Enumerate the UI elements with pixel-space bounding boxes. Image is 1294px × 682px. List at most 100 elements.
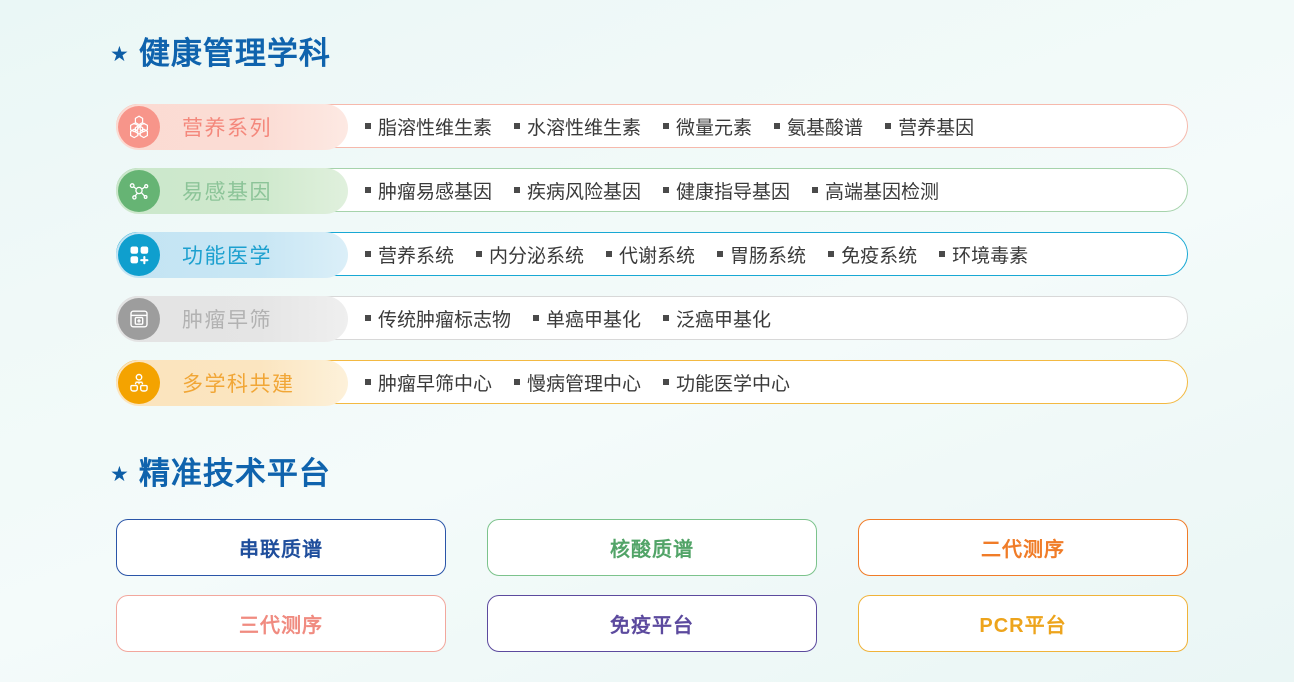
discipline-row-susceptibility-gene[interactable]: 易感基因 肿瘤易感基因 疾病风险基因 健康指导基因 高端基因检测 [116, 168, 1188, 214]
bullet-icon [514, 187, 521, 193]
row-items-multidisciplinary: 肿瘤早筛中心 慢病管理中心 功能医学中心 [365, 369, 790, 396]
list-item[interactable]: 单癌甲基化 [533, 305, 641, 332]
list-item-label: 营养系统 [378, 245, 455, 267]
platform-card-tandem-ms[interactable]: 串联质谱 [116, 519, 446, 576]
list-item-label: 胃肠系统 [730, 245, 807, 267]
bullet-icon [663, 379, 670, 385]
gene-network-icon [118, 170, 160, 212]
discipline-row-tumor-screening[interactable]: 肿瘤早筛 传统肿瘤标志物 单癌甲基化 泛癌甲基化 [116, 296, 1188, 342]
bullet-icon [885, 123, 892, 129]
list-item-label: 健康指导基因 [676, 181, 791, 203]
list-item-label: 营养基因 [898, 117, 975, 139]
list-item-label: 疾病风险基因 [527, 181, 642, 203]
list-item-label: 泛癌甲基化 [676, 309, 772, 331]
list-item[interactable]: 微量元素 [663, 113, 752, 140]
bullet-icon [365, 379, 371, 385]
people-group-icon [118, 362, 160, 404]
row-items-tumor-screening: 传统肿瘤标志物 单癌甲基化 泛癌甲基化 [365, 305, 771, 332]
row-label-tumor-screening: 肿瘤早筛 [182, 309, 272, 332]
row-pill-susceptibility-gene: 易感基因 [116, 168, 348, 214]
list-item-label: 内分泌系统 [489, 245, 585, 267]
section-heading-disciplines: ★ 健康管理学科 [110, 38, 331, 69]
list-item-label: 肿瘤易感基因 [378, 181, 493, 203]
platform-card-third-gen[interactable]: 三代测序 [116, 595, 446, 652]
row-pill-nutrition: 营养系列 [116, 104, 348, 150]
discipline-row-multidisciplinary[interactable]: 多学科共建 肿瘤早筛中心 慢病管理中心 功能医学中心 [116, 360, 1188, 406]
bullet-icon [365, 187, 371, 193]
bullet-icon [476, 251, 483, 257]
row-label-susceptibility-gene: 易感基因 [182, 181, 272, 204]
row-items-functional-medicine: 营养系统 内分泌系统 代谢系统 胃肠系统 免疫系统 环境毒素 [365, 241, 1028, 268]
row-label-multidisciplinary: 多学科共建 [182, 373, 295, 396]
row-label-functional-medicine: 功能医学 [182, 245, 272, 268]
list-item-label: 免疫系统 [841, 245, 918, 267]
grid-plus-icon [118, 234, 160, 276]
row-pill-multidisciplinary: 多学科共建 [116, 360, 348, 406]
list-item-label: 传统肿瘤标志物 [378, 309, 512, 331]
list-item[interactable]: 水溶性维生素 [514, 113, 641, 140]
list-item[interactable]: 营养系统 [365, 241, 454, 268]
platform-card-immunology[interactable]: 免疫平台 [487, 595, 817, 652]
bullet-icon [828, 251, 835, 257]
list-item-label: 氨基酸谱 [787, 117, 864, 139]
list-item-label: 单癌甲基化 [546, 309, 642, 331]
list-item[interactable]: 氨基酸谱 [774, 113, 863, 140]
row-items-susceptibility-gene: 肿瘤易感基因 疾病风险基因 健康指导基因 高端基因检测 [365, 177, 939, 204]
bullet-icon [365, 123, 371, 129]
list-item-label: 高端基因检测 [825, 181, 940, 203]
list-item[interactable]: 肿瘤早筛中心 [365, 369, 492, 396]
row-label-nutrition: 营养系列 [182, 117, 272, 140]
row-pill-tumor-screening: 肿瘤早筛 [116, 296, 348, 342]
star-icon: ★ [110, 43, 129, 66]
bullet-icon [663, 187, 670, 193]
bullet-icon [514, 379, 521, 385]
list-item[interactable]: 肿瘤易感基因 [365, 177, 492, 204]
list-item[interactable]: 健康指导基因 [663, 177, 790, 204]
row-items-nutrition: 脂溶性维生素 水溶性维生素 微量元素 氨基酸谱 营养基因 [365, 113, 974, 140]
list-item[interactable]: 营养基因 [885, 113, 974, 140]
star-icon: ★ [110, 463, 129, 486]
bullet-icon [606, 251, 613, 257]
list-item[interactable]: 慢病管理中心 [514, 369, 641, 396]
bullet-icon [939, 251, 946, 257]
list-item-label: 水溶性维生素 [527, 117, 642, 139]
list-item[interactable]: 脂溶性维生素 [365, 113, 492, 140]
honeycomb-icon [118, 106, 160, 148]
bullet-icon [365, 315, 371, 321]
bullet-icon [663, 123, 670, 129]
list-item[interactable]: 高端基因检测 [812, 177, 939, 204]
discipline-row-functional-medicine[interactable]: 功能医学 营养系统 内分泌系统 代谢系统 胃肠系统 免疫系统 环境毒素 [116, 232, 1188, 278]
list-item-label: 肿瘤早筛中心 [378, 373, 493, 395]
list-item-label: 脂溶性维生素 [378, 117, 493, 139]
list-item-label: 功能医学中心 [676, 373, 791, 395]
bullet-icon [812, 187, 819, 193]
list-item[interactable]: 代谢系统 [606, 241, 695, 268]
page-title: 健康管理学科 [138, 36, 331, 71]
list-item-label: 代谢系统 [619, 245, 696, 267]
list-item[interactable]: 胃肠系统 [717, 241, 806, 268]
list-item[interactable]: 疾病风险基因 [514, 177, 641, 204]
page-subtitle: 精准技术平台 [138, 456, 331, 491]
report-document-icon [118, 298, 160, 340]
list-item[interactable]: 免疫系统 [828, 241, 917, 268]
bullet-icon [774, 123, 781, 129]
bullet-icon [514, 123, 521, 129]
discipline-row-nutrition[interactable]: 营养系列 脂溶性维生素 水溶性维生素 微量元素 氨基酸谱 营养基因 [116, 104, 1188, 150]
list-item-label: 微量元素 [676, 117, 753, 139]
bullet-icon [663, 315, 670, 321]
list-item[interactable]: 内分泌系统 [476, 241, 584, 268]
list-item[interactable]: 传统肿瘤标志物 [365, 305, 511, 332]
platform-card-pcr[interactable]: PCR平台 [858, 595, 1188, 652]
row-pill-functional-medicine: 功能医学 [116, 232, 348, 278]
list-item[interactable]: 泛癌甲基化 [663, 305, 771, 332]
bullet-icon [533, 315, 540, 321]
bullet-icon [365, 251, 371, 257]
list-item[interactable]: 环境毒素 [939, 241, 1028, 268]
list-item[interactable]: 功能医学中心 [663, 369, 790, 396]
list-item-label: 慢病管理中心 [527, 373, 642, 395]
platform-card-nucleic-ms[interactable]: 核酸质谱 [487, 519, 817, 576]
bullet-icon [717, 251, 724, 257]
platform-card-ngs[interactable]: 二代测序 [858, 519, 1188, 576]
list-item-label: 环境毒素 [952, 245, 1029, 267]
